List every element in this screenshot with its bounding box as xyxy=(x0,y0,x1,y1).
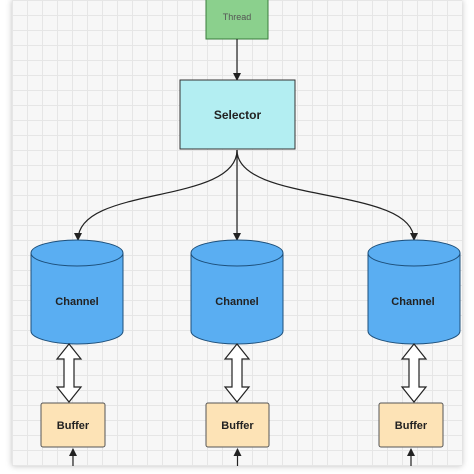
selector-to-channel-1-arrow xyxy=(74,149,238,241)
channel-3-label: Channel xyxy=(391,296,434,308)
buffer-node-1[interactable]: Buffer xyxy=(40,402,106,448)
thread-node[interactable]: Thread xyxy=(205,0,269,40)
buffer-3-box xyxy=(378,402,444,448)
selector-node[interactable]: Selector xyxy=(179,79,296,150)
buffer-node-2[interactable]: Buffer xyxy=(205,402,270,448)
buffer-2-label: Buffer xyxy=(221,420,254,432)
channel-buffer-1-double-arrow xyxy=(55,343,83,403)
channel-node-1[interactable]: Channel xyxy=(30,239,124,345)
channel-2-label: Channel xyxy=(215,296,258,308)
selector-box xyxy=(179,79,296,150)
buffer-3-label: Buffer xyxy=(395,420,428,432)
channel-buffer-2-double-arrow xyxy=(223,343,251,403)
channel-node-2[interactable]: Channel xyxy=(190,239,284,345)
channel-1-top xyxy=(30,239,124,267)
channel-2-top xyxy=(190,239,284,267)
selector-label: Selector xyxy=(214,108,262,122)
buffer-1-box xyxy=(40,402,106,448)
channel-node-3[interactable]: Channel xyxy=(367,239,461,345)
thread-label: Thread xyxy=(223,12,252,22)
selector-to-channel-3-arrow xyxy=(236,149,418,241)
buffer-node-3[interactable]: Buffer xyxy=(378,402,444,448)
buffer-1-label: Buffer xyxy=(57,420,90,432)
channel-buffer-3-double-arrow xyxy=(400,343,428,403)
buffer-2-box xyxy=(205,402,270,448)
channel-1-label: Channel xyxy=(55,296,98,308)
channel-3-top xyxy=(367,239,461,267)
channel-1-body xyxy=(30,253,124,345)
